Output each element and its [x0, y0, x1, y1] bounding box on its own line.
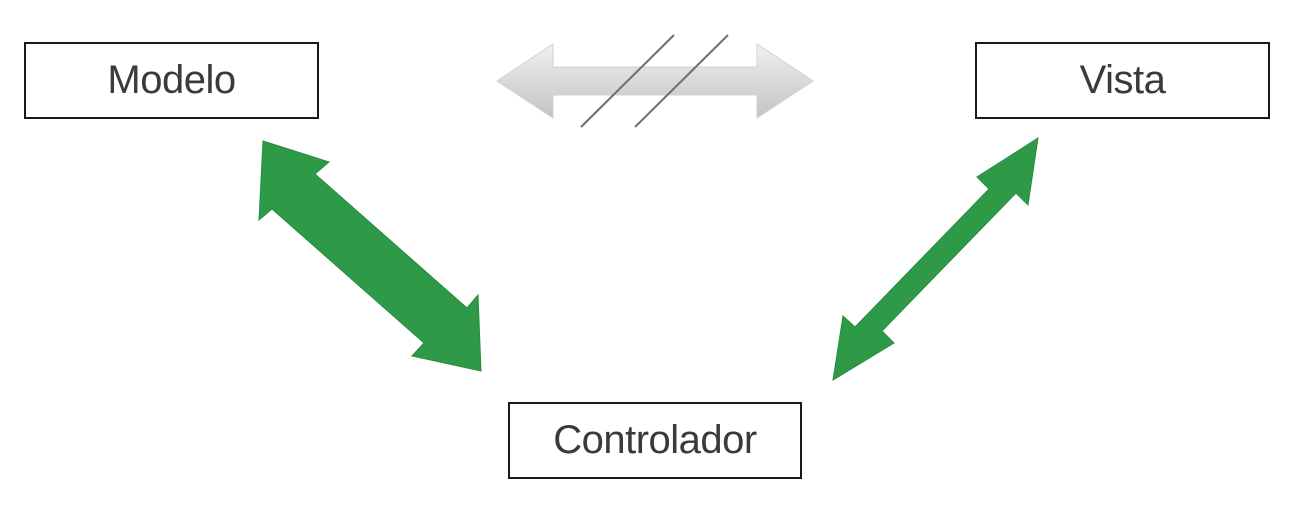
model-label: Modelo [107, 58, 236, 102]
strike-line-1 [580, 34, 675, 128]
gray-double-arrow-icon [496, 43, 814, 119]
forbidden-model-view-arrow [496, 34, 814, 128]
controller-label: Controlador [553, 418, 757, 462]
model-box: Modelo [24, 42, 319, 119]
strike-line-2 [634, 34, 729, 128]
view-controller-arrow-icon [832, 136, 1039, 381]
model-controller-arrow-icon [258, 140, 482, 372]
controller-box: Controlador [508, 402, 802, 479]
view-box: Vista [975, 42, 1270, 119]
view-label: Vista [1079, 58, 1166, 102]
